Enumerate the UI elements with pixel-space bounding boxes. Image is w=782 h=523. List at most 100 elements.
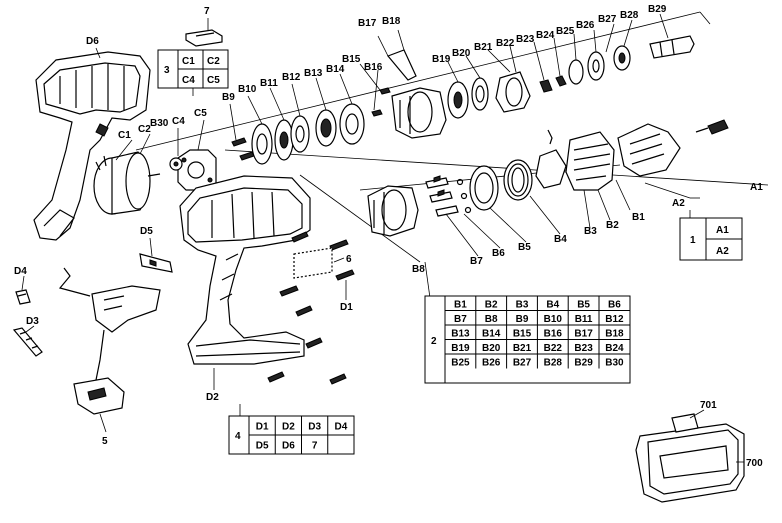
kit-2-number: 2 — [431, 336, 437, 347]
label-D2: D2 — [206, 392, 219, 403]
label-B15: B15 — [342, 54, 361, 65]
table-cell: B10 — [544, 314, 563, 325]
label-B25: B25 — [556, 26, 575, 37]
label-B21: B21 — [474, 42, 493, 53]
table-cell: B8 — [485, 314, 498, 325]
table-cell: B26 — [482, 357, 501, 368]
kit-1-number: 1 — [690, 235, 696, 246]
table-cell: B21 — [513, 343, 532, 354]
label-C5: C5 — [194, 108, 207, 119]
carry-case — [635, 413, 745, 503]
label-700: 700 — [746, 458, 763, 469]
table-cell: D6 — [282, 441, 295, 452]
label-B13: B13 — [304, 68, 323, 79]
label-C4: C4 — [172, 116, 185, 127]
drill-chuck — [617, 119, 729, 177]
assembly-guide-lines — [135, 11, 769, 299]
label-B20: B20 — [452, 48, 471, 59]
label-A1: A1 — [750, 182, 763, 193]
kit-3-cell: C5 — [207, 75, 220, 86]
table-cell: B9 — [516, 314, 529, 325]
label-B23: B23 — [516, 34, 535, 45]
label-leaders — [21, 13, 744, 463]
table-cell: B3 — [516, 299, 529, 310]
label-B3: B3 — [584, 226, 597, 237]
label-701: 701 — [700, 400, 717, 411]
table-cell: B30 — [605, 357, 624, 368]
label-A2: A2 — [672, 198, 685, 209]
label-B28: B28 — [620, 10, 639, 21]
kit-table-3: 3 C1 C2 C4 C5 — [157, 49, 229, 96]
label-B9: B9 — [222, 92, 235, 103]
kit-3-cell: C4 — [182, 75, 195, 86]
table-cell: B29 — [574, 357, 593, 368]
table-cell: B25 — [451, 357, 470, 368]
clutch-pins — [425, 175, 472, 217]
table-cell: B2 — [485, 299, 498, 310]
table-cell: B20 — [482, 343, 501, 354]
label-D5: D5 — [140, 226, 153, 237]
label-C2: C2 — [138, 124, 151, 135]
label-B2: B2 — [606, 220, 619, 231]
label-B7: B7 — [470, 256, 483, 267]
housing-half-left — [33, 51, 151, 241]
table-cell: B15 — [513, 328, 532, 339]
table-cell: D3 — [308, 422, 321, 433]
table-cell: B27 — [513, 357, 532, 368]
table-cell: D4 — [334, 422, 347, 433]
label-B29: B29 — [648, 4, 667, 15]
battery-contact-clip — [15, 289, 31, 305]
table-cell: B5 — [577, 299, 590, 310]
label-B16: B16 — [364, 62, 383, 73]
table-cell: B23 — [574, 343, 593, 354]
table-cell: D1 — [256, 422, 269, 433]
label-D4: D4 — [14, 266, 27, 277]
housing-screws — [267, 231, 355, 385]
pinion-gear — [169, 157, 183, 171]
label-B12: B12 — [282, 72, 301, 83]
table-cell: 7 — [312, 441, 318, 452]
table-cell: B11 — [575, 314, 593, 325]
clutch-housing — [367, 185, 419, 237]
kit-4-number: 4 — [235, 431, 241, 442]
label-C1: C1 — [118, 130, 131, 141]
label-B1: B1 — [632, 212, 645, 223]
housing-half-right — [179, 175, 311, 365]
label-B11: B11 — [260, 78, 278, 89]
table-cell: B4 — [546, 299, 559, 310]
clutch-spring — [503, 159, 533, 201]
label-B24: B24 — [536, 30, 555, 41]
label-B18: B18 — [382, 16, 401, 27]
label-B26: B26 — [576, 20, 595, 31]
label-B8: B8 — [412, 264, 425, 275]
label-D6: D6 — [86, 36, 99, 47]
part-labels: 7 D6 C1 C2 C4 C5 B30 B9 B10 B11 B12 B13 … — [14, 4, 763, 469]
part-7-clip — [185, 29, 223, 47]
table-cell: B6 — [608, 299, 621, 310]
kit-3-number: 3 — [164, 65, 170, 76]
gear-housing — [377, 29, 447, 139]
table-cell: B22 — [544, 343, 563, 354]
kit-3-cell: C1 — [182, 56, 195, 67]
table-cell: B1 — [454, 299, 467, 310]
label-B10: B10 — [238, 84, 257, 95]
label-D1: D1 — [340, 302, 353, 313]
table-cell: B7 — [454, 314, 467, 325]
table-cell: D5 — [256, 441, 269, 452]
table-cell: B16 — [544, 328, 563, 339]
label-D3: D3 — [26, 316, 39, 327]
label-B22: B22 — [496, 38, 515, 49]
label-B5: B5 — [518, 242, 531, 253]
trigger-switch — [58, 267, 161, 415]
table-cell: B14 — [482, 328, 501, 339]
kit-1-cell: A2 — [716, 246, 729, 257]
screw-d3 — [12, 327, 43, 357]
table-cell: B28 — [544, 357, 563, 368]
label-B27: B27 — [598, 14, 617, 25]
table-cell: B13 — [451, 328, 470, 339]
table-cell: B19 — [451, 343, 470, 354]
table-cell: B24 — [605, 343, 624, 354]
thrust-washer — [469, 165, 499, 211]
kit-table-1: 1 A1 A2 — [679, 210, 743, 261]
